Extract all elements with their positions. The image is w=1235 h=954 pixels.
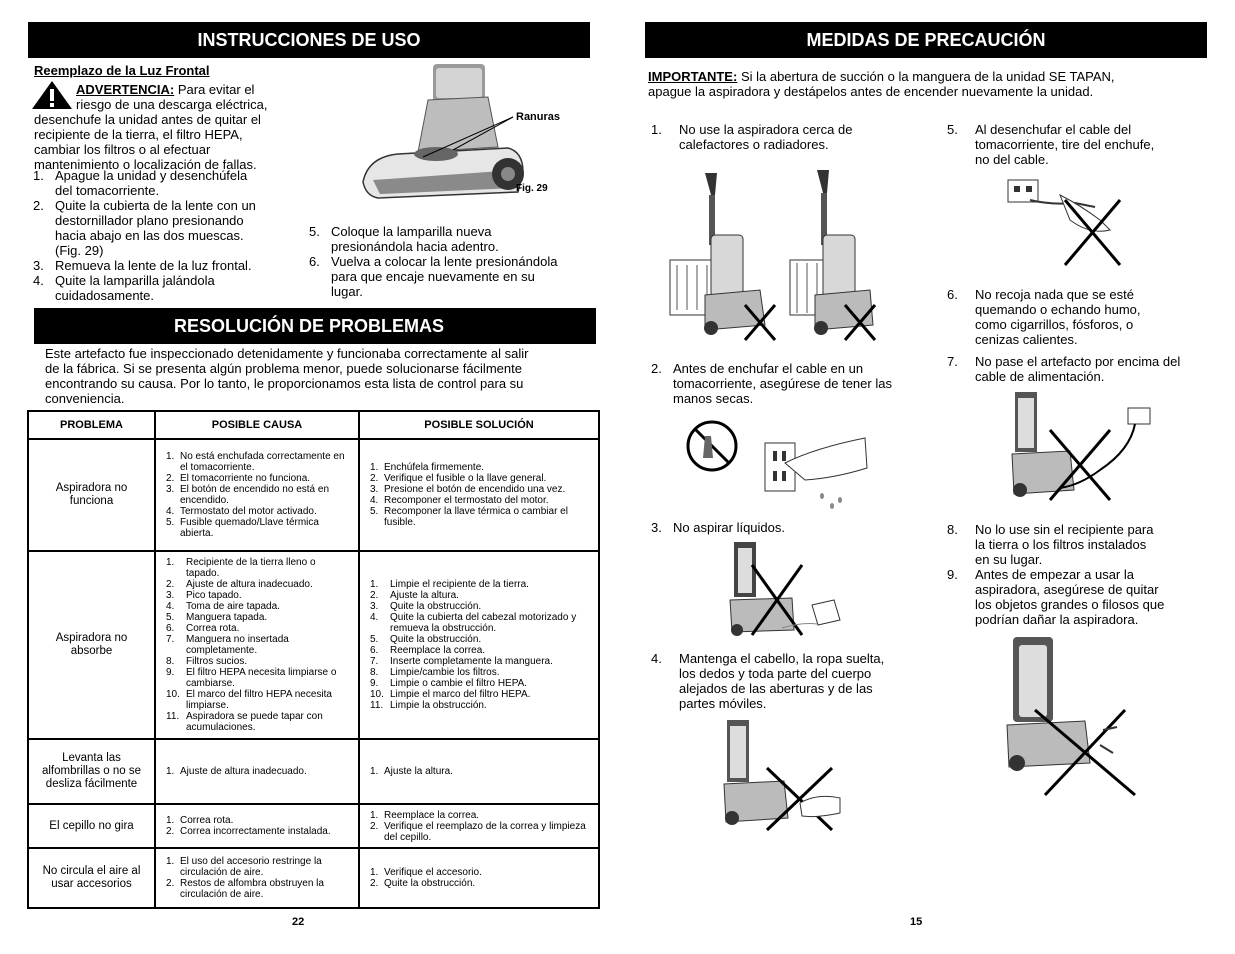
troubleshooting-intro: Este artefacto fue inspeccionado detenid…: [45, 346, 529, 406]
fig-label-number: Fig. 29: [516, 183, 548, 194]
header-problem: PROBLEMA: [27, 410, 156, 440]
cord-illustration: [1011, 392, 1151, 501]
table-row: No circula el aire al usar accesorios 1.…: [27, 847, 600, 909]
keep-hands-away-illustration: [723, 720, 841, 832]
step-item: 3.Remueva la lente de la luz frontal.: [33, 258, 252, 273]
subheading: Reemplazo de la Luz Frontal: [34, 63, 210, 78]
unplug-by-plug-illustration: [1007, 179, 1122, 266]
problem-cell: Aspiradora no funciona: [27, 438, 156, 552]
warning-line-2: riesgo de una descarga eléctrica,: [76, 97, 268, 112]
warning-line-1: Para evitar el: [177, 82, 255, 97]
solution-cell: 1.Reemplace la correa. 2.Verifique el re…: [358, 803, 600, 849]
fig29-vacuum-illustration: [362, 64, 524, 199]
cause-cell: 1.Correa rota. 2.Correa incorrectamente …: [154, 803, 360, 849]
table-row: Aspiradora no funciona 1.No está enchufa…: [27, 438, 600, 552]
precautions-header: MEDIDAS DE PRECAUCIÓN: [645, 22, 1207, 58]
fig-label-ranuras: Ranuras: [516, 111, 561, 123]
problem-cell: El cepillo no gira: [27, 803, 156, 849]
header-solution: POSIBLE SOLUCIÓN: [358, 410, 600, 440]
cause-cell: 1.Ajuste de altura inadecuado.: [154, 738, 360, 805]
page-number-left: 22: [292, 916, 305, 928]
sharp-objects-illustration: [1006, 637, 1136, 797]
solution-cell: 1.Enchúfela firmemente. 2.Verifique el f…: [358, 438, 600, 552]
precautions-header-text: MEDIDAS DE PRECAUCIÓN: [806, 29, 1046, 50]
problem-cell: Levanta las alfombrillas o no se desliza…: [27, 738, 156, 805]
warning-rest-2: cambiar los filtros o al efectuar: [34, 142, 211, 157]
page-number-right: 15: [910, 916, 923, 928]
warning-rest-0: desenchufe la unidad antes de quitar el: [34, 112, 261, 127]
precaution-item-4: 4.Mantenga el cabello, la ropa suelta,lo…: [651, 651, 885, 711]
instructions-header-text: INSTRUCCIONES DE USO: [197, 29, 421, 50]
warning-rest-3: mantenimiento o localización de fallas.: [34, 157, 257, 172]
cause-cell: 1.Recipiente de la tierra lleno o tapado…: [154, 550, 360, 740]
table-row: El cepillo no gira 1.Correa rota. 2.Corr…: [27, 803, 600, 849]
troubleshooting-header: RESOLUCIÓN DE PROBLEMAS: [34, 308, 596, 344]
cause-cell: 1.No está enchufada correctamente en el …: [154, 438, 360, 552]
precaution-item-3: 3.No aspirar líquidos.: [651, 520, 785, 535]
step-item: 6.Vuelva a colocar la lente presionándol…: [309, 254, 558, 299]
header-cause: POSIBLE CAUSA: [154, 410, 360, 440]
table-header-row: PROBLEMA POSIBLE CAUSA POSIBLE SOLUCIÓN: [27, 410, 600, 440]
table-row: Levanta las alfombrillas o no se desliza…: [27, 738, 600, 805]
solution-cell: 1.Limpie el recipiente de la tierra. 2.A…: [358, 550, 600, 740]
dry-hands-illustration: [686, 420, 868, 509]
no-liquids-illustration: [729, 542, 841, 636]
warning-icon: [32, 81, 72, 109]
warning-block: ADVERTENCIA: Para evitar el riesgo de un…: [34, 82, 294, 172]
important-label: IMPORTANTE:: [648, 69, 738, 84]
warning-label: ADVERTENCIA:: [76, 82, 175, 97]
instructions-header: INSTRUCCIONES DE USO: [28, 22, 590, 58]
troubleshooting-table: PROBLEMA POSIBLE CAUSA POSIBLE SOLUCIÓN …: [27, 410, 600, 909]
warning-rest-1: recipiente de la tierra, el filtro HEPA,: [34, 127, 243, 142]
cause-cell: 1.El uso del accesorio restringe la circ…: [154, 847, 360, 909]
vacuum-near-heater-illustration: [669, 170, 877, 341]
problem-cell: No circula el aire al usar accesorios: [27, 847, 156, 909]
solution-cell: 1.Verifique el accesorio. 2.Quite la obs…: [358, 847, 600, 909]
troubleshooting-header-text: RESOLUCIÓN DE PROBLEMAS: [174, 315, 445, 336]
table-row: Aspiradora no absorbe 1.Recipiente de la…: [27, 550, 600, 740]
important-note: IMPORTANTE: Si la abertura de succión o …: [648, 69, 1115, 99]
solution-cell: 1.Ajuste la altura.: [358, 738, 600, 805]
problem-cell: Aspiradora no absorbe: [27, 550, 156, 740]
